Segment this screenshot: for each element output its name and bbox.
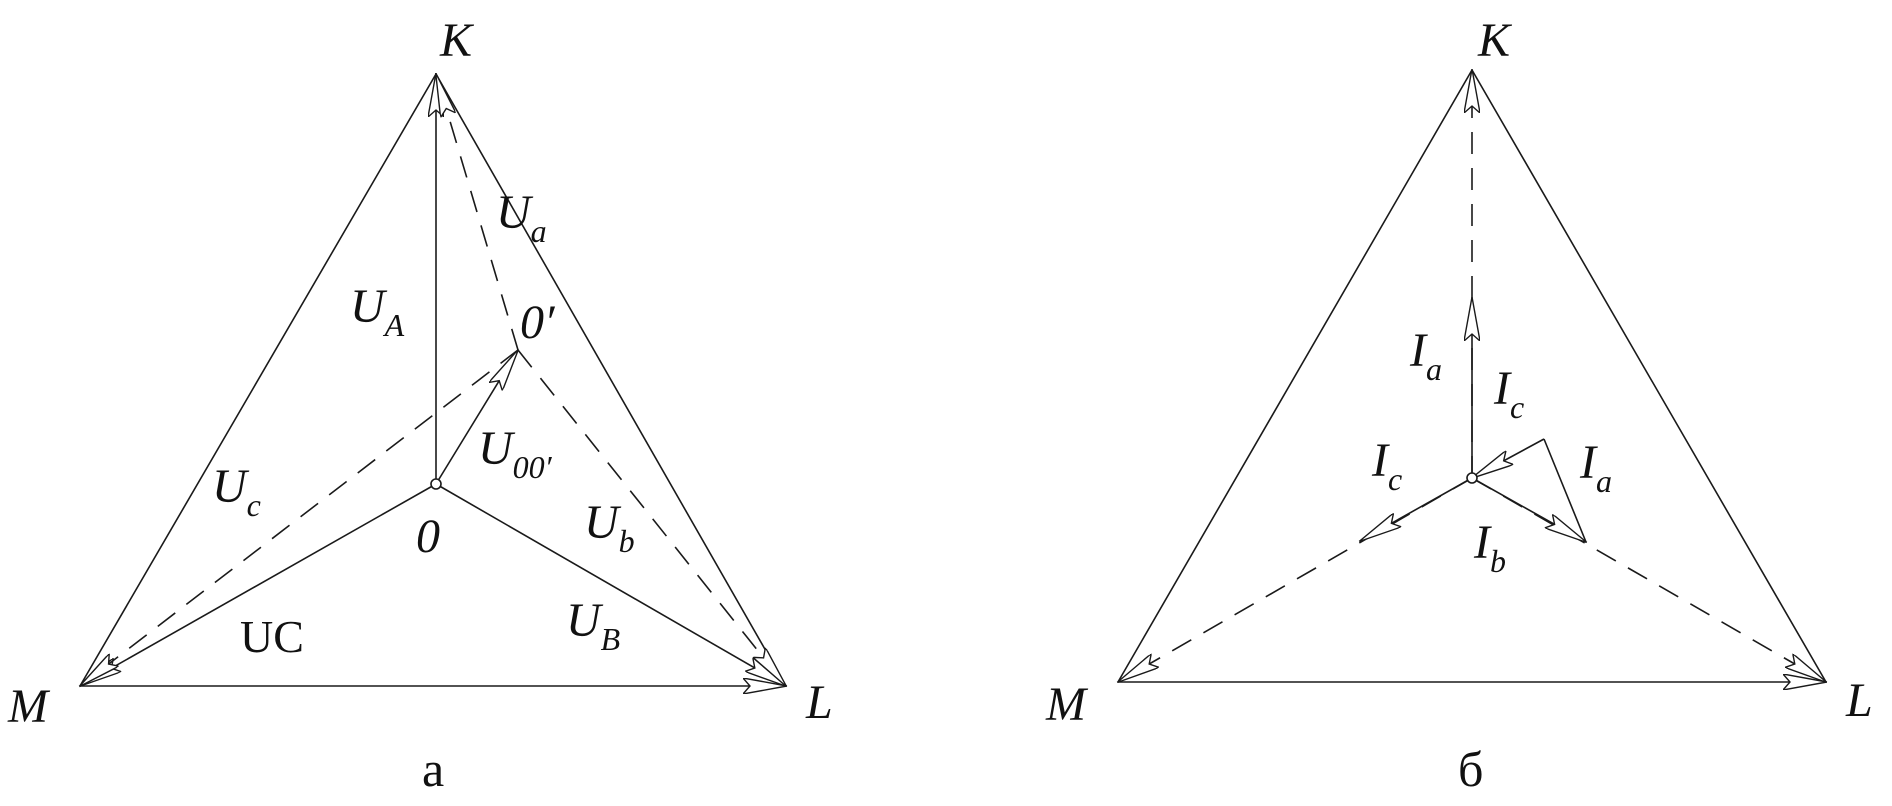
vector-U00 — [435, 350, 518, 485]
label-Ia-main-base: I — [1409, 324, 1428, 377]
point-0: 0 — [416, 510, 440, 563]
vector-Ub — [517, 349, 786, 686]
label-Ua: Ua — [496, 186, 547, 249]
label-Ia-sum-base: I — [1579, 436, 1598, 489]
vector-UC — [80, 483, 437, 686]
side-kl-b — [1471, 69, 1827, 683]
vector-Ib — [1471, 477, 1586, 542]
label-Ic-lower-sub: c — [1388, 461, 1402, 497]
label-UB: UB — [566, 594, 620, 657]
label-Uc: Uc — [212, 460, 261, 523]
label-U00-base: U — [478, 422, 516, 475]
label-Ic-upper-base: I — [1493, 362, 1512, 415]
label-Uc-sub: c — [247, 487, 261, 523]
phase-line-L — [1471, 477, 1826, 682]
label-Ub-base: U — [584, 496, 622, 549]
label-Ib-base: I — [1473, 516, 1492, 569]
side-kl-a — [435, 73, 787, 687]
vertex-M-b: M — [1045, 678, 1089, 731]
vertex-L-b: L — [1845, 674, 1873, 727]
label-UA: UA — [350, 280, 405, 343]
label-Ic-upper-sub: c — [1510, 389, 1524, 425]
label-UB-sub: B — [601, 621, 621, 657]
label-Ia-sum: Ia — [1579, 436, 1612, 499]
label-Ic-upper: Ic — [1493, 362, 1524, 425]
diagram-b: K M L Ia Ic Ic Ia Ib б — [1045, 14, 1873, 797]
side-mk-b — [1117, 69, 1473, 683]
label-U00-sub: 00′ — [513, 449, 553, 485]
caption-a: а — [422, 741, 444, 797]
vertex-M-a: M — [7, 680, 51, 733]
label-U00: U00′ — [478, 422, 553, 485]
label-Ub: Ub — [584, 496, 635, 559]
label-Ia-sum-sub: a — [1596, 463, 1612, 499]
vertex-L-a: L — [805, 676, 833, 729]
vertex-K-a: K — [439, 14, 475, 67]
label-Ic-lower-base: I — [1371, 434, 1390, 487]
vector-Ia-sum — [1543, 438, 1587, 543]
phase-line-M — [1118, 477, 1473, 682]
diagram-a: K M L 0 0′ Ua UA U00′ Uc Ub UC UB а — [7, 14, 833, 797]
vector-Ic-sum — [1472, 438, 1545, 478]
label-UC-base: U — [240, 611, 273, 662]
label-UC: UC — [240, 611, 304, 662]
label-Ib: Ib — [1473, 516, 1506, 579]
label-UA-base: U — [350, 280, 388, 333]
label-Ua-sub: a — [531, 213, 547, 249]
label-Ub-sub: b — [619, 523, 635, 559]
vector-UB — [435, 483, 786, 686]
label-Uc-base: U — [212, 460, 250, 513]
label-UB-base: U — [566, 594, 604, 647]
neutral-point-a — [430, 478, 442, 490]
label-Ic-lower: Ic — [1371, 434, 1402, 497]
caption-b: б — [1458, 741, 1483, 797]
side-mk-a — [79, 73, 437, 687]
label-Ua-base: U — [496, 186, 534, 239]
label-UA-sub: A — [383, 307, 405, 343]
vector-Ua — [436, 74, 519, 351]
vector-Ic-main — [1360, 477, 1473, 541]
label-Ia-main: Ia — [1409, 324, 1442, 387]
label-Ia-main-sub: a — [1426, 351, 1442, 387]
point-0-prime: 0′ — [520, 296, 556, 349]
vertex-K-b: K — [1477, 14, 1513, 67]
neutral-point-b — [1466, 472, 1478, 484]
label-UC-sub: C — [273, 611, 304, 662]
vector-Uc — [80, 349, 519, 686]
label-Ib-sub: b — [1490, 543, 1506, 579]
